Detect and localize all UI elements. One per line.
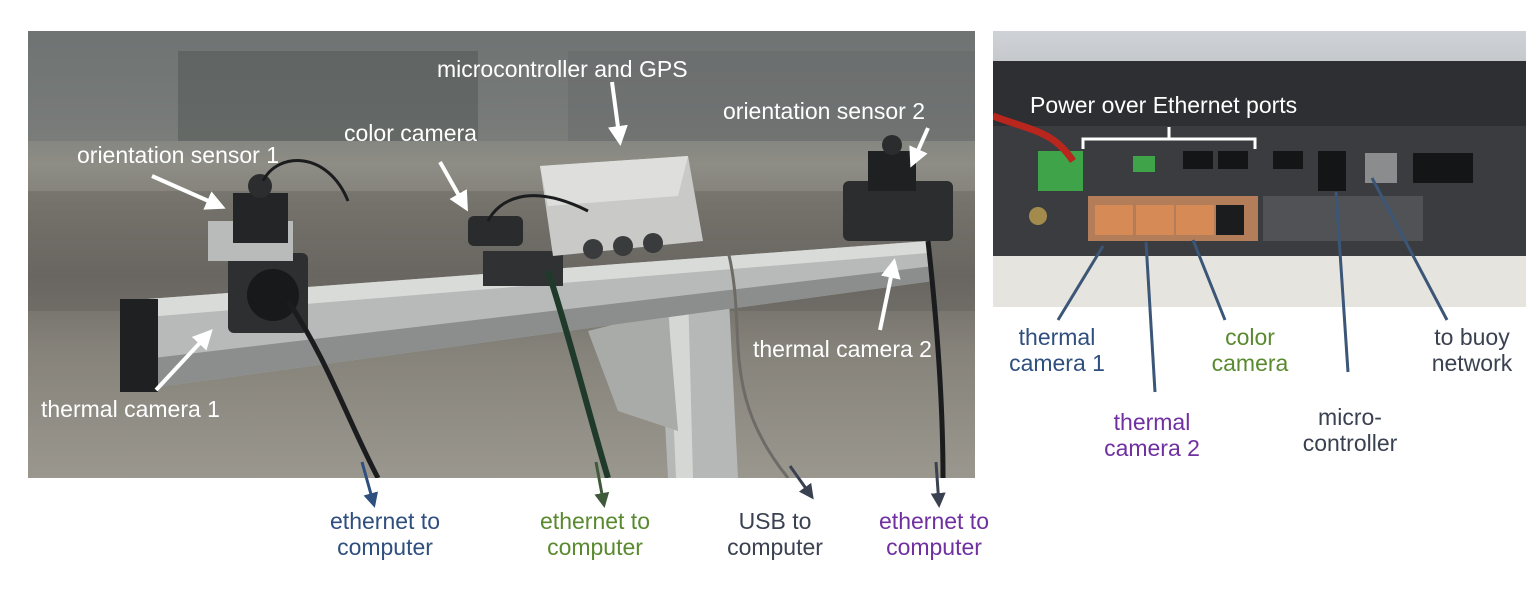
label-right-thermal-1: thermal camera 1 bbox=[1009, 324, 1105, 377]
sensor-rig-illustration bbox=[28, 31, 975, 478]
label-color-camera: color camera bbox=[344, 120, 477, 146]
computer-ports-illustration bbox=[993, 61, 1526, 307]
label-thermal-camera-1: thermal camera 1 bbox=[41, 396, 220, 422]
label-right-buoy-network: to buoy network bbox=[1431, 324, 1513, 377]
label-usb: USB to computer bbox=[727, 508, 823, 561]
sensor-rig-photo bbox=[28, 31, 975, 478]
label-thermal-camera-2: thermal camera 2 bbox=[753, 336, 932, 362]
label-right-microcontroller: micro- controller bbox=[1302, 404, 1398, 457]
label-microcontroller-gps: microcontroller and GPS bbox=[437, 56, 688, 82]
computer-ports-photo bbox=[993, 31, 1526, 307]
label-ethernet-2: ethernet to computer bbox=[540, 508, 650, 561]
label-orientation-sensor-1: orientation sensor 1 bbox=[77, 142, 280, 168]
label-orientation-sensor-2: orientation sensor 2 bbox=[723, 98, 926, 124]
label-ethernet-3: ethernet to computer bbox=[879, 508, 989, 561]
label-right-thermal-2: thermal camera 2 bbox=[1104, 409, 1200, 462]
label-ethernet-1: ethernet to computer bbox=[330, 508, 440, 561]
label-poe-ports: Power over Ethernet ports bbox=[1030, 92, 1298, 118]
label-right-color-camera: color camera bbox=[1211, 324, 1289, 377]
